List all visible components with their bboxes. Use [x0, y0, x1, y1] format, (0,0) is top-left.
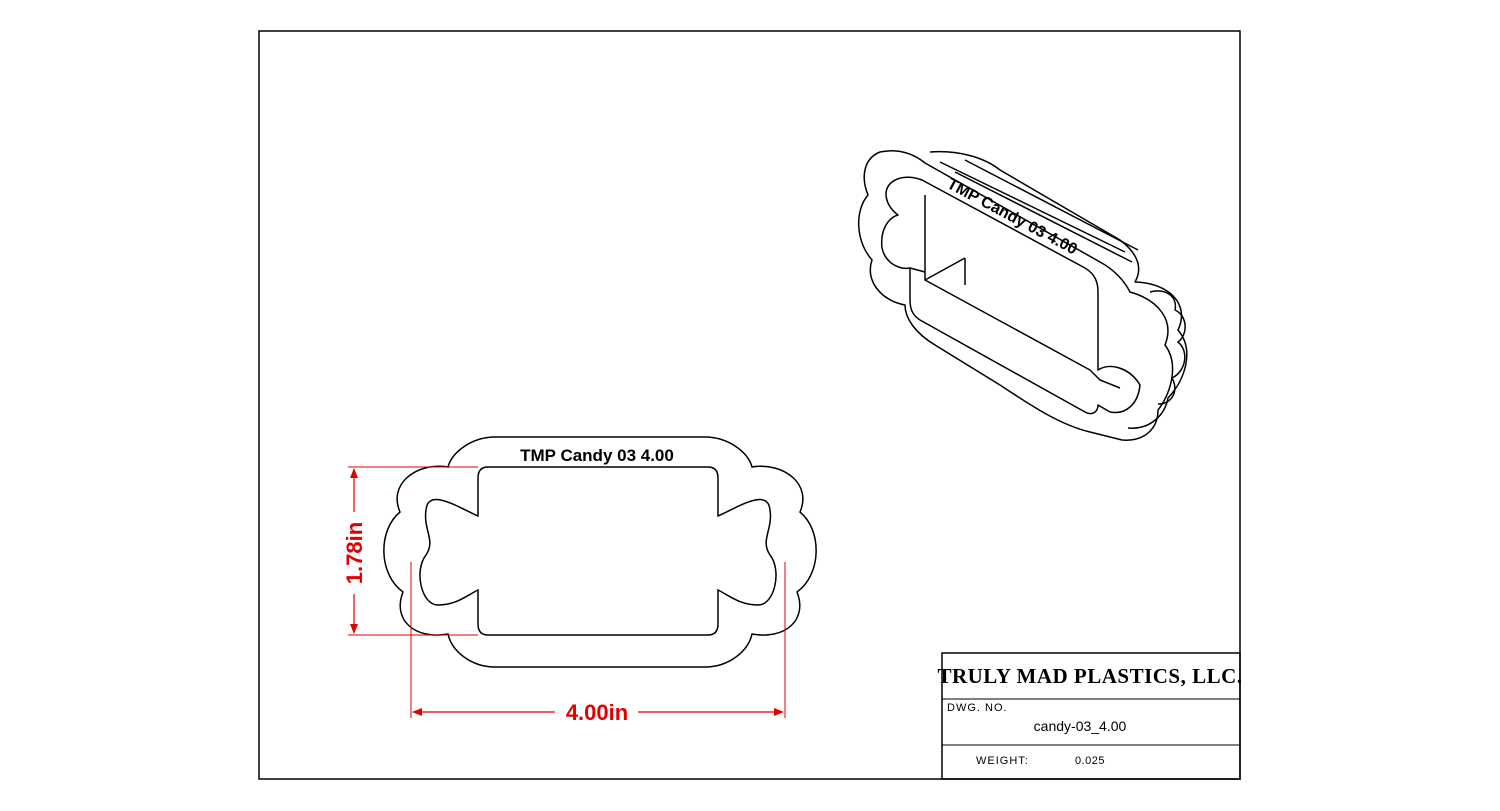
- title-block-border: [941, 652, 1241, 780]
- front-engraving-text: TMP Candy 03 4.00: [520, 446, 674, 465]
- iso-inner-wall-floor: [924, 279, 1091, 371]
- width-dimension: 4.00in: [410, 562, 786, 725]
- iso-inner-wall-top: [924, 195, 966, 281]
- width-dimension-label: 4.00in: [566, 700, 628, 725]
- iso-inner-wall-left: [909, 267, 926, 273]
- sheet-border: [258, 30, 1241, 780]
- dwg-no-label: DWG. NO.: [947, 702, 1008, 714]
- iso-back-edge-2: [954, 171, 1133, 263]
- height-dimension-label: 1.78in: [342, 522, 367, 584]
- dwg-no-value: candy-03_4.00: [1034, 718, 1127, 734]
- weight-label: WEIGHT:: [976, 755, 1029, 767]
- iso-back-outline: [929, 150, 1188, 429]
- height-dimension: 1.78in: [342, 466, 478, 636]
- front-view: TMP Candy 03 4.00: [383, 436, 817, 668]
- iso-front-inner-outline: [880, 176, 1141, 415]
- cutter-inner-outline: [419, 466, 777, 636]
- company-name: TRULY MAD PLASTICS, LLC.: [937, 664, 1242, 688]
- cutter-outer-outline: [383, 436, 817, 668]
- iso-inner-wall-right: [1089, 369, 1121, 389]
- iso-right-scallops: [1149, 290, 1186, 405]
- iso-back-edge-1: [939, 161, 1126, 253]
- iso-front-outer-outline: [857, 150, 1174, 441]
- iso-engraving-text: TMP Candy 03 4.00: [944, 176, 1080, 259]
- weight-value: 0.025: [1075, 755, 1105, 767]
- isometric-view: [857, 150, 1188, 441]
- iso-back-edge-3: [964, 159, 1139, 251]
- title-block: TRULY MAD PLASTICS, LLC. DWG. NO. candy-…: [937, 652, 1242, 780]
